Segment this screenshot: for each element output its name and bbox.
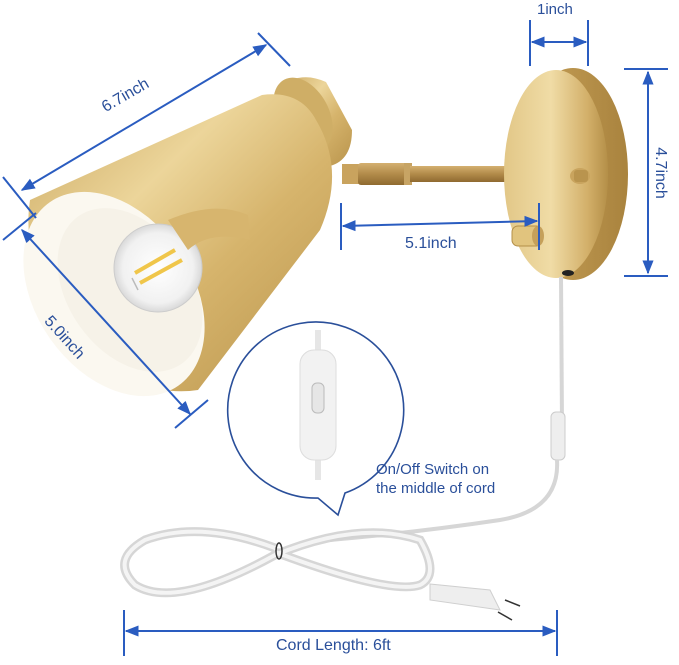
round-backplate <box>504 68 628 280</box>
callout-line-1: On/Off Switch on <box>376 461 490 478</box>
callout-line-2: the middle of cord <box>376 480 496 497</box>
switch-callout-text: On/Off Switch on the middle of cord <box>376 460 495 498</box>
cord-length-label: Cord Length: 6ft <box>276 637 391 654</box>
backplate-depth-label: 1inch <box>537 1 573 18</box>
two-prong-plug <box>429 583 521 621</box>
clear-cord <box>120 276 566 598</box>
arm-extension-label: 5.1inch <box>405 235 457 252</box>
backplate-height-label: 4.7inch <box>651 147 669 199</box>
switch-callout-bubble <box>226 321 405 517</box>
dimension-lines <box>2 20 668 656</box>
